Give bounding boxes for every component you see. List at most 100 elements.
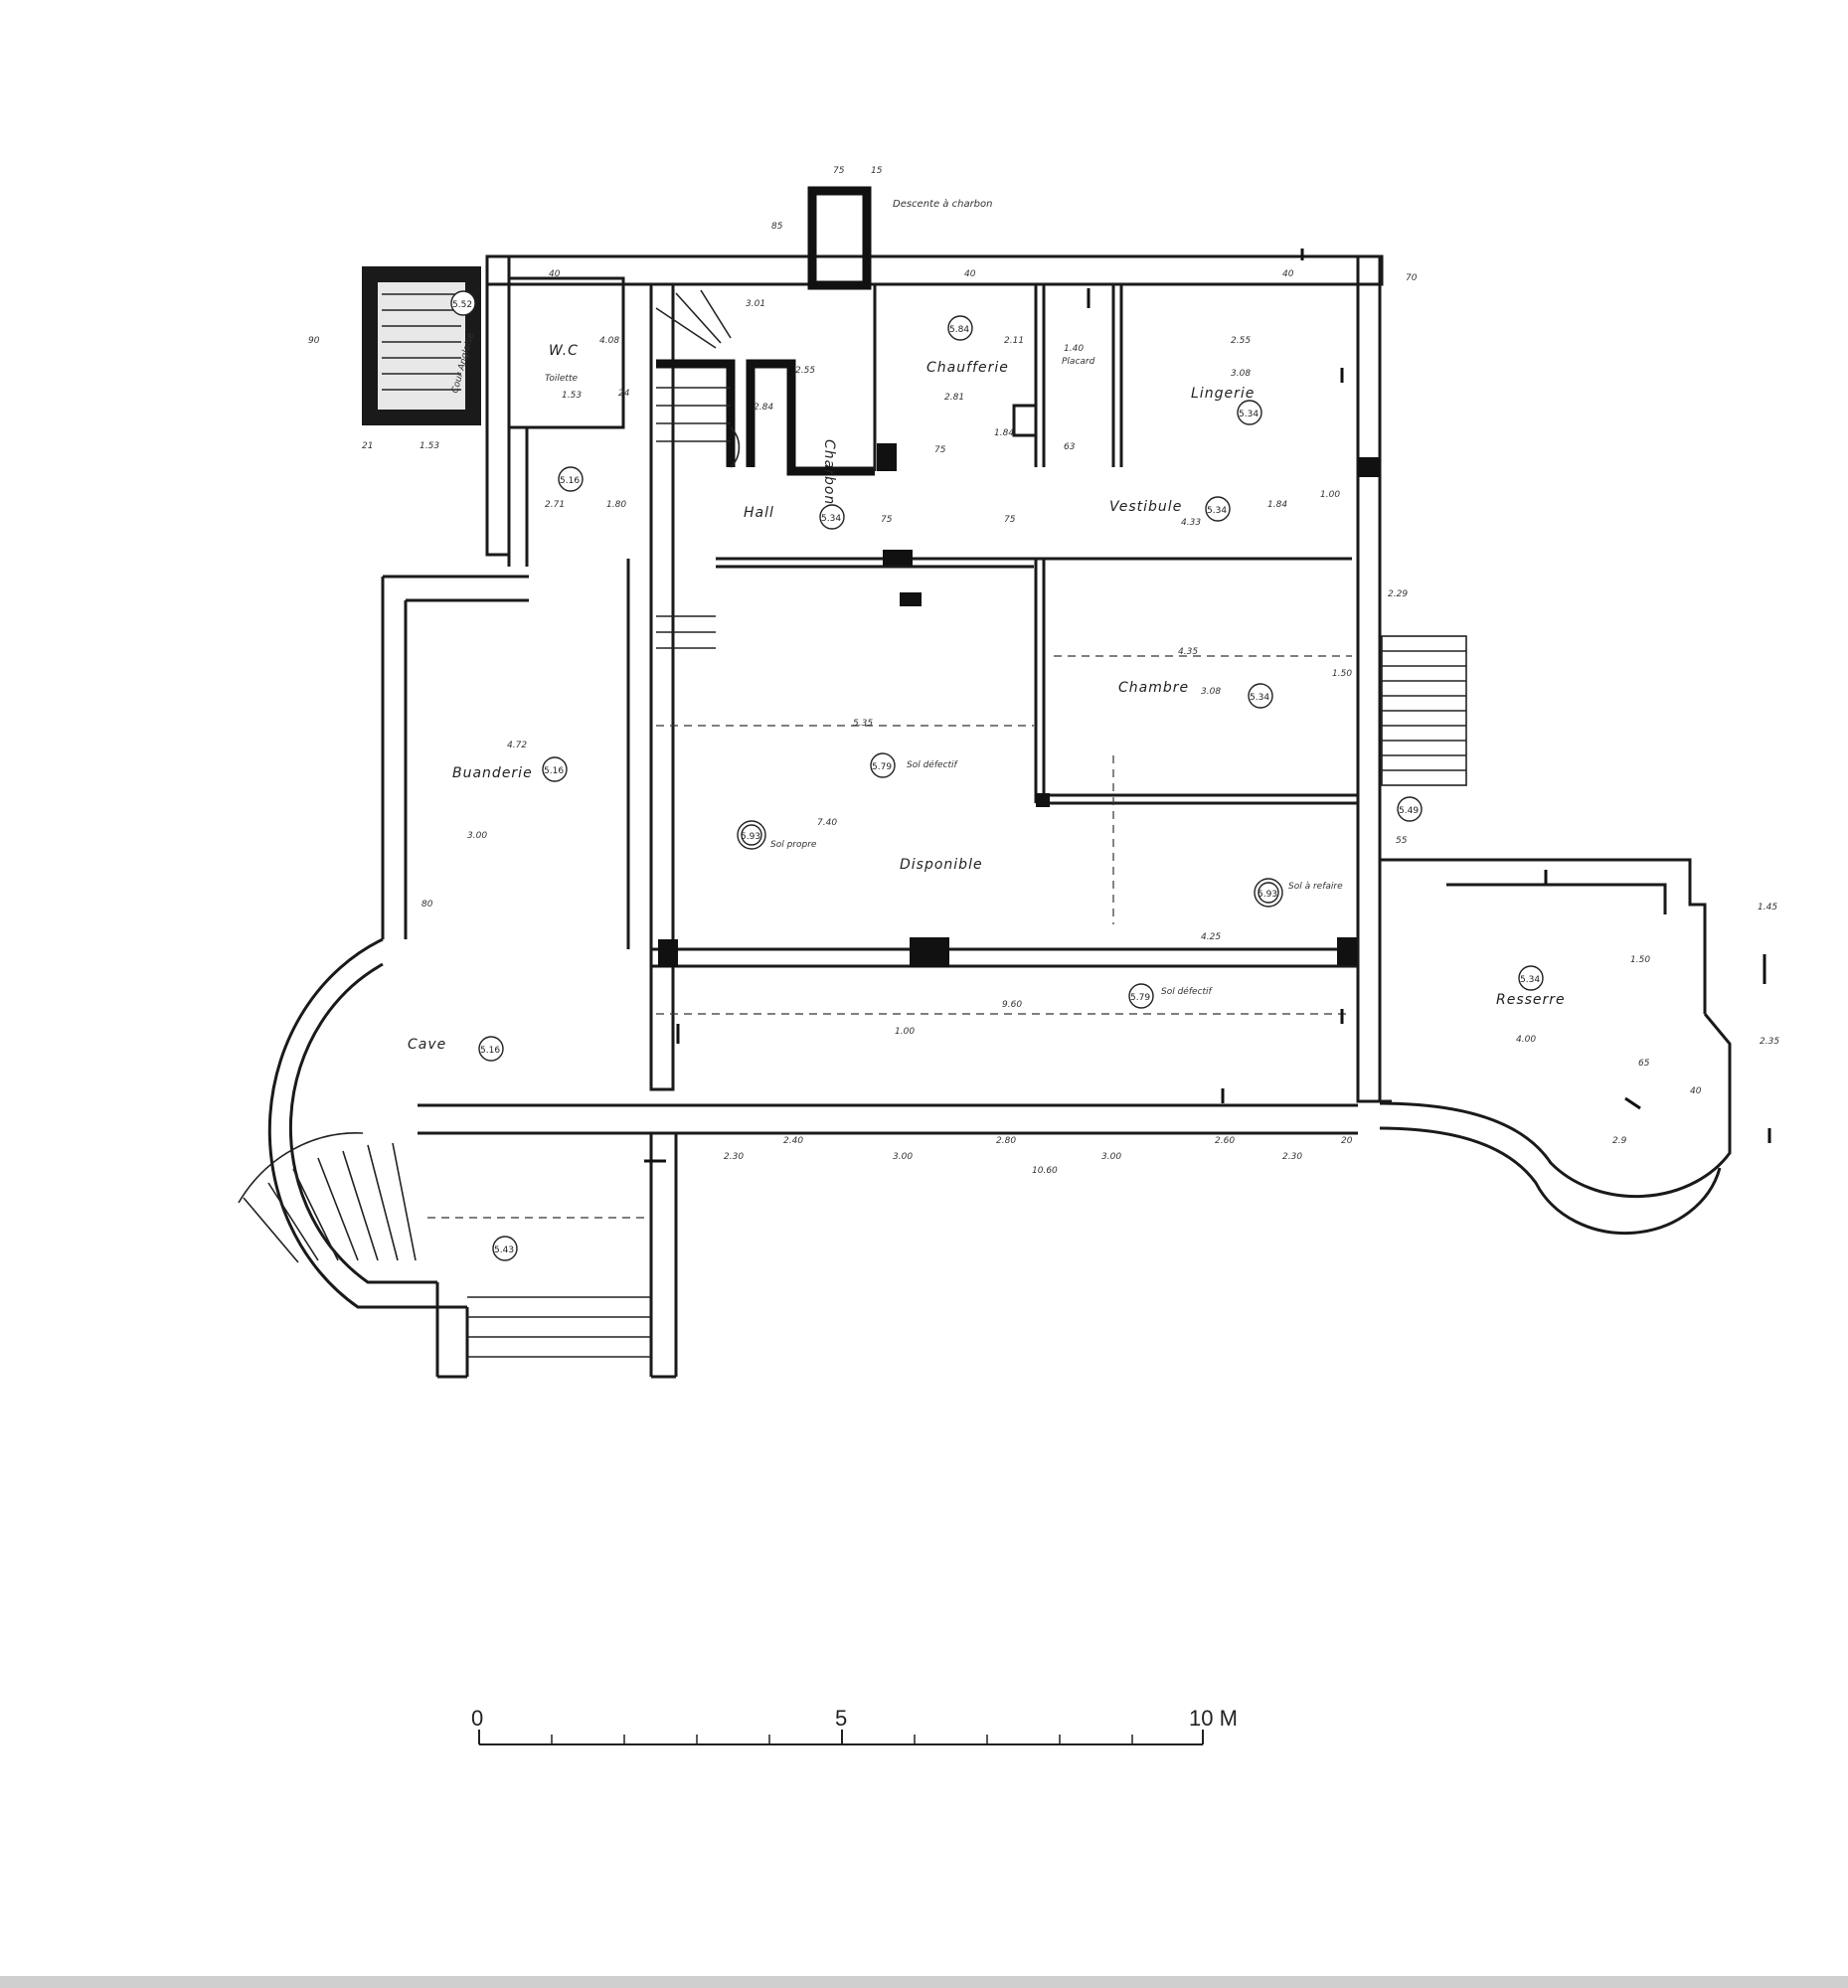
cave-curved-wall-inner: [288, 962, 437, 1284]
pillar-hall: [883, 550, 913, 566]
level-marker: 5.34: [1205, 496, 1231, 522]
svg-text:1.84: 1.84: [1267, 500, 1287, 510]
note-sol-defectif-a: Sol défectif: [907, 759, 959, 770]
pillar: [877, 443, 897, 471]
resserre-inner-wall: [1446, 883, 1667, 914]
svg-text:1.50: 1.50: [1630, 955, 1650, 965]
scale-zero: 0: [471, 1706, 483, 1731]
svg-text:75: 75: [1004, 515, 1016, 525]
room-charbon: Charbon: [821, 439, 837, 505]
svg-text:3.00: 3.00: [893, 1152, 913, 1162]
svg-text:5.49: 5.49: [1399, 806, 1419, 816]
level-marker: 5.93: [1254, 878, 1283, 908]
room-toilette: Toilette: [545, 374, 578, 384]
svg-text:2.84: 2.84: [754, 403, 773, 413]
svg-text:15: 15: [871, 166, 883, 176]
svg-text:5.16: 5.16: [544, 766, 564, 776]
svg-text:90: 90: [308, 336, 320, 346]
floor-notes: Sol défectif Sol défectif Sol propre Sol…: [770, 759, 1343, 997]
note-sol-defectif-b: Sol défectif: [1161, 986, 1214, 997]
svg-text:10.60: 10.60: [1032, 1166, 1058, 1176]
svg-text:5.35: 5.35: [853, 719, 873, 729]
svg-text:2.30: 2.30: [724, 1152, 744, 1162]
level-marker: 5.16: [478, 1036, 504, 1062]
room-buanderie: Buanderie: [452, 765, 533, 781]
level-marker: 5.43: [492, 1236, 518, 1261]
scan-edge: [0, 1976, 1848, 1988]
svg-text:9.60: 9.60: [1002, 1000, 1022, 1010]
pillar-e: [1337, 937, 1357, 965]
flue: [1012, 404, 1038, 437]
note-sol-propre: Sol propre: [770, 840, 817, 850]
svg-text:3.00: 3.00: [1101, 1152, 1121, 1162]
svg-text:63: 63: [1064, 442, 1076, 452]
svg-text:55: 55: [1396, 836, 1408, 846]
south-annex-east: [649, 1133, 678, 1379]
svg-text:1.53: 1.53: [420, 441, 439, 451]
svg-text:7.40: 7.40: [817, 818, 837, 828]
resserre-curved-wall-inner: [1379, 1126, 1722, 1236]
level-marker: 5.34: [1237, 400, 1262, 425]
cave-curved-wall-outer: [267, 937, 467, 1309]
svg-text:40: 40: [964, 269, 976, 279]
svg-text:4.72: 4.72: [507, 741, 527, 750]
east-stairs: [1381, 635, 1467, 786]
room-descente: Descente à charbon: [893, 198, 993, 210]
svg-text:2.35: 2.35: [1760, 1037, 1779, 1047]
svg-text:2.55: 2.55: [1231, 336, 1251, 346]
svg-text:75: 75: [934, 445, 946, 455]
svg-text:1.40: 1.40: [1064, 344, 1084, 354]
resserre-curved-wall: [1379, 1013, 1732, 1199]
svg-text:1.80: 1.80: [606, 500, 626, 510]
svg-text:4.33: 4.33: [1181, 518, 1201, 528]
scale-five: 5: [835, 1706, 847, 1731]
resserre-north-wall: [1380, 858, 1707, 1103]
svg-text:2.81: 2.81: [944, 393, 964, 403]
level-marker: 5.84: [947, 315, 973, 341]
svg-text:1.50: 1.50: [1332, 669, 1352, 679]
room-lingerie: Lingerie: [1191, 386, 1255, 402]
svg-text:5.34: 5.34: [1250, 693, 1269, 703]
svg-text:2.11: 2.11: [1004, 336, 1024, 346]
level-markers: 5.52 5.16 5.84 5.34 5.34 5.34 5.34 5.16 …: [450, 290, 1544, 1261]
scale-ten: 10 M: [1189, 1706, 1238, 1731]
room-labels: Descente à charbon Cour Anglaise W.C Toi…: [408, 198, 1566, 1053]
svg-text:3.08: 3.08: [1231, 369, 1251, 379]
svg-text:40: 40: [1282, 269, 1294, 279]
level-marker: 5.79: [870, 752, 896, 778]
room-hall: Hall: [744, 505, 774, 521]
svg-text:40: 40: [1690, 1086, 1702, 1096]
svg-text:2.29: 2.29: [1388, 589, 1408, 599]
svg-text:5.34: 5.34: [1239, 410, 1259, 419]
svg-text:75: 75: [881, 515, 893, 525]
svg-text:3.01: 3.01: [746, 299, 765, 309]
svg-text:3.00: 3.00: [467, 831, 487, 841]
room-resserre: Resserre: [1496, 992, 1566, 1008]
room-vestibule: Vestibule: [1109, 499, 1182, 515]
south-annex-west: [435, 1282, 469, 1379]
room-cave: Cave: [408, 1037, 446, 1053]
svg-text:4.25: 4.25: [1201, 932, 1221, 942]
room-wc: W.C: [549, 343, 579, 359]
svg-text:65: 65: [1638, 1059, 1650, 1069]
east-wall: [1356, 254, 1382, 1103]
level-marker: 5.49: [1397, 796, 1423, 822]
svg-text:3.08: 3.08: [1201, 687, 1221, 697]
svg-text:5.93: 5.93: [741, 832, 760, 842]
svg-text:2.40: 2.40: [783, 1136, 803, 1146]
svg-text:40: 40: [549, 269, 561, 279]
entry-stairs: [467, 1296, 651, 1358]
svg-text:70: 70: [1406, 273, 1418, 283]
svg-text:1.53: 1.53: [562, 391, 582, 401]
buanderie-east-wall: [626, 559, 653, 949]
room-placard: Placard: [1062, 357, 1095, 367]
svg-text:4.08: 4.08: [599, 336, 619, 346]
dimension-ticks: [644, 248, 1771, 1163]
scale-bar: 0 5 10 M: [471, 1706, 1238, 1745]
pillar-chambre: [1036, 793, 1050, 807]
svg-text:2.55: 2.55: [795, 366, 815, 376]
cour-anglaise-hatch: [382, 293, 461, 391]
svg-text:5.93: 5.93: [1258, 890, 1277, 900]
svg-text:1.45: 1.45: [1758, 903, 1777, 912]
pillar-center: [900, 592, 922, 606]
